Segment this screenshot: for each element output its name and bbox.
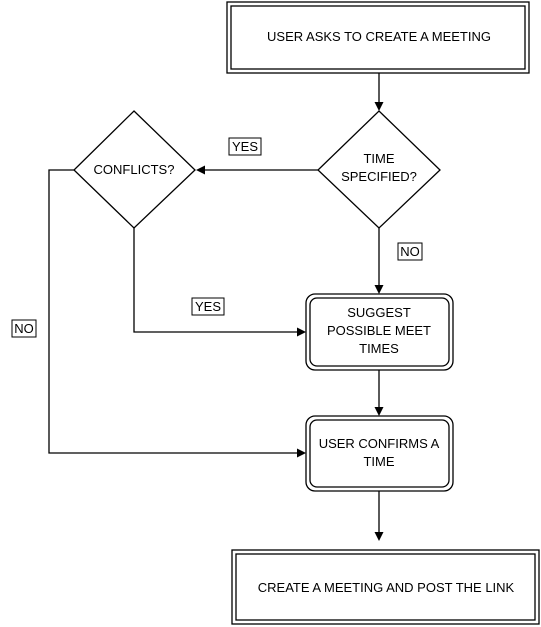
edge-conflicts-to-suggest: [133, 228, 306, 337]
edge-confirm-to-create: [374, 491, 384, 541]
edge-time-specified-to-conflicts: [196, 165, 318, 175]
node-start-process: USER ASKS TO CREATE A MEETING: [226, 1, 530, 74]
node-label-line: CREATE A MEETING AND POST THE LINK: [258, 580, 515, 595]
node-label-line: USER ASKS TO CREATE A MEETING: [267, 29, 491, 44]
node-label-line: TIMES: [359, 341, 399, 356]
node-label-line: TIME: [363, 151, 394, 166]
edge-label-text: NO: [400, 244, 420, 259]
edge-start-to-time-specified: [374, 73, 384, 111]
edge-label-text: YES: [232, 139, 258, 154]
edge-label-yes-time-to-conflicts: YES: [228, 137, 262, 156]
edge-suggest-to-confirm: [374, 370, 384, 416]
edge-label-text: YES: [195, 299, 221, 314]
node-label-line: USER CONFIRMS A: [319, 436, 440, 451]
node-label-line: SUGGEST: [347, 305, 411, 320]
node-time-specified-decision: TIME SPECIFIED?: [317, 110, 441, 229]
edge-label-yes-conflicts-to-suggest: YES: [191, 297, 225, 316]
node-label-line: SPECIFIED?: [341, 169, 417, 184]
node-conflicts-decision: CONFLICTS?: [73, 110, 196, 229]
node-confirm-rounded-process: USER CONFIRMS A TIME: [305, 415, 454, 492]
edge-label-no-time-to-suggest: NO: [397, 242, 423, 261]
node-label-line: TIME: [363, 454, 394, 469]
node-suggest-rounded-process: SUGGEST POSSIBLE MEET TIMES: [305, 293, 454, 371]
edge-label-text: NO: [14, 321, 34, 336]
node-label-line: POSSIBLE MEET: [327, 323, 431, 338]
edge-label-no-conflicts-to-confirm: NO: [11, 319, 37, 338]
edge-conflicts-to-confirm: [48, 169, 306, 458]
node-label-line: CONFLICTS?: [94, 162, 175, 177]
node-create-process: CREATE A MEETING AND POST THE LINK: [231, 549, 540, 625]
edge-time-specified-to-suggest: [374, 228, 384, 294]
